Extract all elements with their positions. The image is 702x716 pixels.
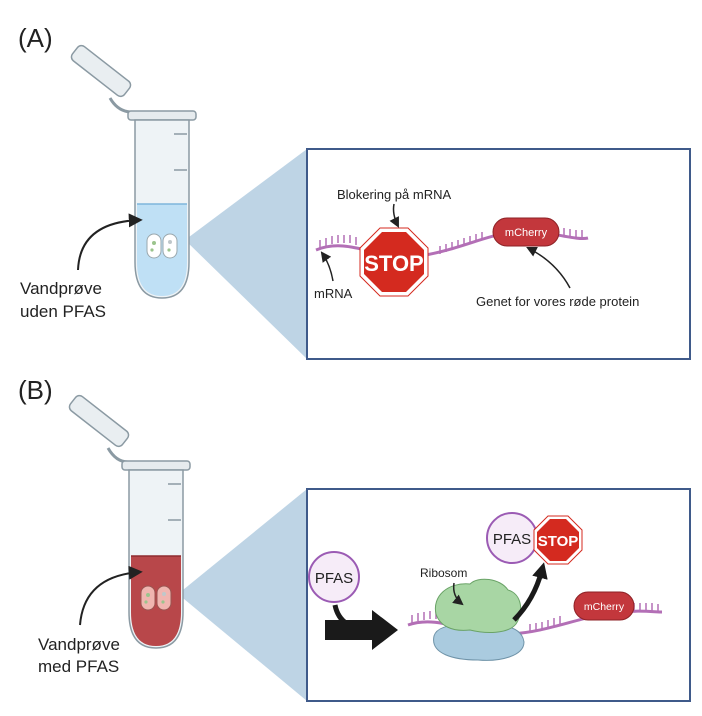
tube-rim [127,110,197,121]
panel-b-release-arrow [512,562,548,622]
gene-pointer-arrow [526,247,571,289]
ribosome-large-subunit [434,578,522,633]
panel-a-zoom-cone [185,149,307,359]
panel-a-sample-line2: uden PFAS [20,302,106,321]
panel-b-sample-line2: med PFAS [38,657,119,676]
tube-liquid [137,204,187,296]
panel-b-stop-text: STOP [538,533,579,550]
tube-cap-hinge [108,97,133,114]
sample-pointer-arrow [77,213,143,271]
panel-b-tube [68,394,191,649]
sample-pointer-arrow [79,565,143,626]
mrna-pointer-arrow [320,251,334,282]
panel-b-pfas-text: PFAS [315,570,353,587]
ribosome-pointer-arrow [452,582,464,606]
tube-cap-lid [68,394,130,448]
panel-a-stop-text: STOP [364,251,424,276]
panel-b-sample-line1: Vandprøve [38,635,120,654]
panel-b-mcherry-gene: mCherry [573,591,635,621]
tube-rim [121,460,191,471]
blocking-pointer-arrow [389,203,399,228]
tube-cap-lid [70,44,132,98]
panel-a-label: (A) [18,23,53,53]
panel-b-label: (B) [18,375,53,405]
panel-a: (A) Vandprøve [18,23,691,360]
panel-a-sample-line1: Vandprøve [20,279,102,298]
panel-a-gene-text: mCherry [505,227,548,239]
bacteria-cell [146,233,162,259]
panel-b-ribosome [433,578,525,661]
panel-a-mrna-label: mRNA [314,286,353,301]
panel-b-gene-text: mCherry [584,601,625,613]
big-arrow-head [325,610,398,650]
panel-b: (B) Vandprøve med PFAS [18,375,691,702]
bacteria-cell [156,585,172,611]
panel-a-mcherry-gene: mCherry [492,217,560,247]
panel-b-zoom-cone [178,489,307,701]
panel-a-blocking-label: Blokering på mRNA [337,187,451,202]
panel-b-pfas-bound: PFAS [486,512,538,564]
panel-b-ribosome-label: Ribosom [420,566,467,580]
panel-b-pfas-molecule: PFAS [308,551,360,603]
tube-cap-hinge [106,447,129,464]
panel-a-stop-sign: STOP [359,227,429,297]
panel-b-stop-sign: STOP [533,515,583,565]
panel-b-pfas-bound-text: PFAS [493,531,531,548]
panel-a-tube [70,44,197,299]
bacteria-cell [162,233,178,259]
bacteria-cell [140,585,156,611]
tube-liquid [131,556,181,646]
panel-a-gene-caption: Genet for vores røde protein [476,294,639,309]
